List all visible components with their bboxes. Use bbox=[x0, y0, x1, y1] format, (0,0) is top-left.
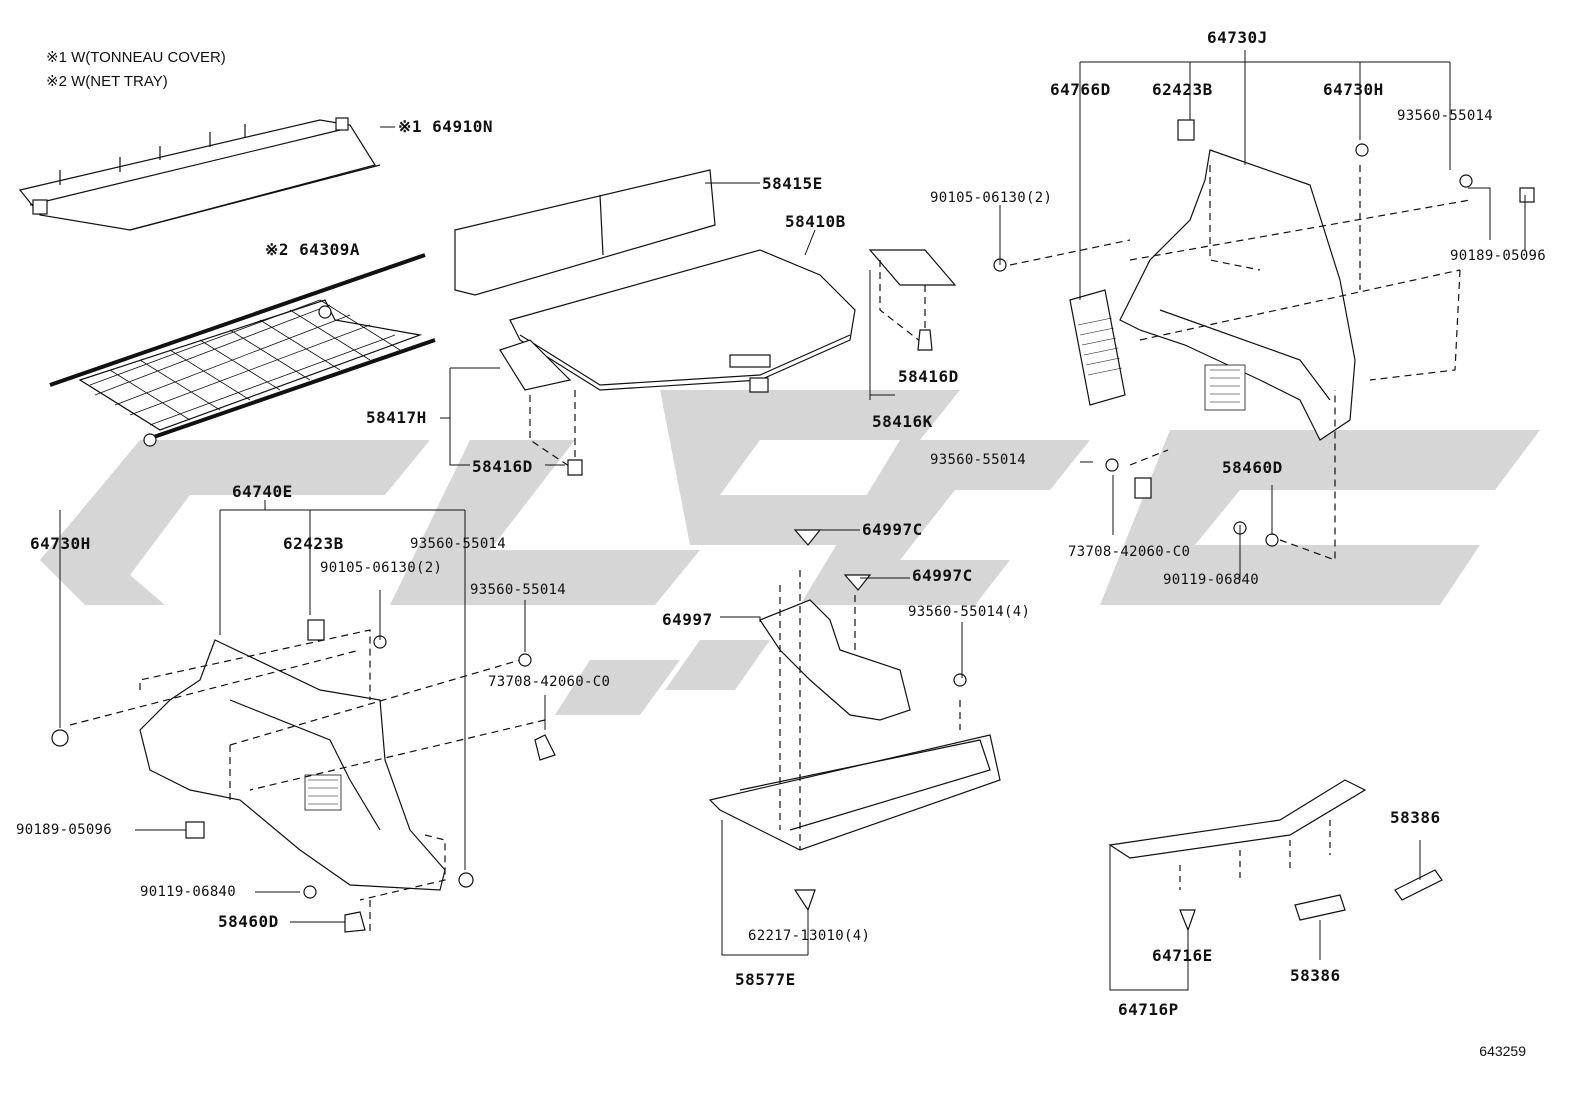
label-64730H-left[interactable]: 64730H bbox=[30, 534, 91, 553]
label-58460D-left[interactable]: 58460D bbox=[218, 912, 279, 931]
label-90189-05096-left[interactable]: 90189-05096 bbox=[16, 822, 113, 838]
label-58410B[interactable]: 58410B bbox=[785, 212, 846, 231]
label-64309A[interactable]: ※2 64309A bbox=[265, 240, 360, 259]
label-64716P[interactable]: 64716P bbox=[1118, 1000, 1179, 1019]
watermark-logo bbox=[40, 390, 1540, 715]
net-tray bbox=[49, 253, 436, 447]
label-58460D-right[interactable]: 58460D bbox=[1222, 458, 1283, 477]
label-64740E[interactable]: 64740E bbox=[232, 482, 293, 501]
label-93560-55014-mid[interactable]: 93560-55014 bbox=[930, 452, 1027, 468]
label-64910N[interactable]: ※1 64910N bbox=[398, 117, 493, 136]
label-58386-lower[interactable]: 58386 bbox=[1290, 966, 1341, 985]
label-64716E[interactable]: 64716E bbox=[1152, 946, 1213, 965]
tonneau-cover bbox=[18, 117, 381, 231]
label-93560-55014-left-mid[interactable]: 93560-55014 bbox=[470, 582, 567, 598]
note-net-tray: ※2 W(NET TRAY) bbox=[46, 73, 168, 90]
label-93560-55014-center[interactable]: 93560-55014(4) bbox=[908, 604, 1031, 620]
line-art bbox=[18, 50, 1535, 991]
floor-trim-center bbox=[708, 529, 1001, 912]
label-64730J[interactable]: 64730J bbox=[1207, 28, 1268, 47]
label-58386-right[interactable]: 58386 bbox=[1390, 808, 1441, 827]
label-64997C-top[interactable]: 64997C bbox=[862, 520, 923, 539]
label-90119-06840-left[interactable]: 90119-06840 bbox=[140, 884, 237, 900]
board-58416K bbox=[868, 249, 957, 351]
note-tonneau: ※1 W(TONNEAU COVER) bbox=[46, 49, 226, 66]
label-93560-55014-left-top[interactable]: 93560-55014 bbox=[410, 536, 507, 552]
label-90189-05096-right[interactable]: 90189-05096 bbox=[1450, 248, 1547, 264]
label-62423B-left[interactable]: 62423B bbox=[283, 534, 344, 553]
label-64766D[interactable]: 64766D bbox=[1050, 80, 1111, 99]
label-90105-06130-right[interactable]: 90105-06130(2) bbox=[930, 190, 1053, 206]
leader-lines bbox=[59, 50, 1526, 991]
label-90119-06840-right[interactable]: 90119-06840 bbox=[1163, 572, 1260, 588]
side-trim-left bbox=[51, 619, 556, 933]
label-58416K[interactable]: 58416K bbox=[872, 412, 933, 431]
side-trim-right bbox=[993, 119, 1535, 561]
label-93560-55014-top[interactable]: 93560-55014 bbox=[1397, 108, 1494, 124]
label-90105-06130-left[interactable]: 90105-06130(2) bbox=[320, 560, 443, 576]
figure-number: 643259 bbox=[1479, 1043, 1526, 1059]
label-58417H[interactable]: 58417H bbox=[366, 408, 427, 427]
label-58416D-right[interactable]: 58416D bbox=[898, 367, 959, 386]
label-73708-42060-C0-right[interactable]: 73708-42060-C0 bbox=[1068, 544, 1191, 560]
label-62217-13010[interactable]: 62217-13010(4) bbox=[748, 928, 871, 944]
label-64997C-lower[interactable]: 64997C bbox=[912, 566, 973, 585]
deck-board bbox=[454, 169, 856, 476]
label-62423B-right[interactable]: 62423B bbox=[1152, 80, 1213, 99]
label-58577E[interactable]: 58577E bbox=[735, 970, 796, 989]
label-64997[interactable]: 64997 bbox=[662, 610, 713, 629]
label-73708-42060-C0-left[interactable]: 73708-42060-C0 bbox=[488, 674, 611, 690]
label-58416D-left[interactable]: 58416D bbox=[472, 457, 533, 476]
label-58415E[interactable]: 58415E bbox=[762, 174, 823, 193]
label-64730H-right[interactable]: 64730H bbox=[1323, 80, 1384, 99]
scuff-plate bbox=[1108, 779, 1443, 932]
